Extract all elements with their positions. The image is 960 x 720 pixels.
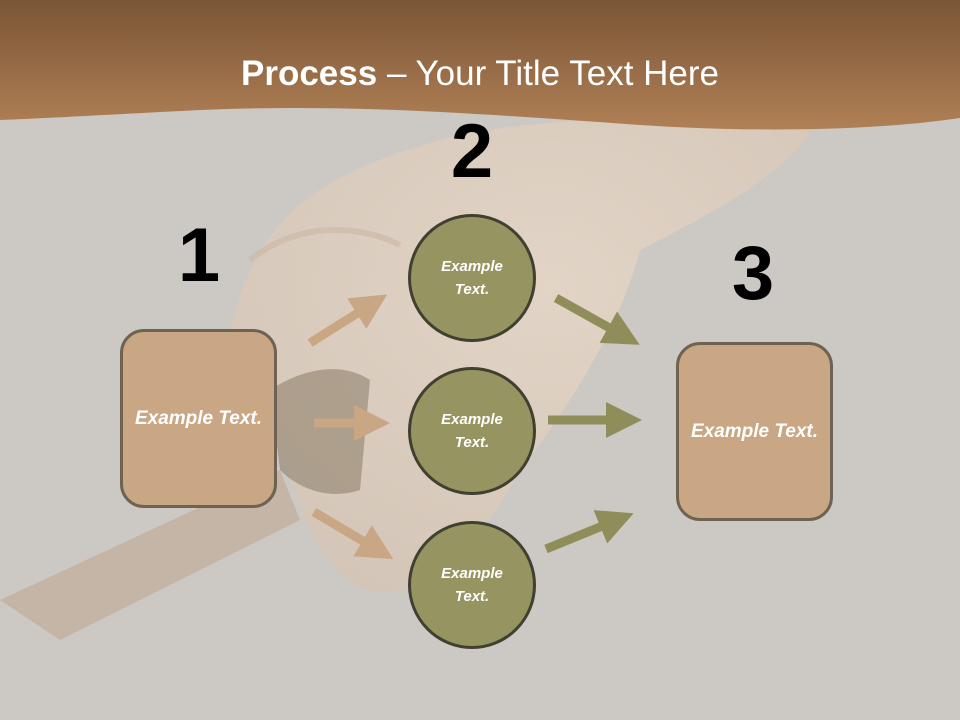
slide-title: Process – Your Title Text Here — [0, 52, 960, 96]
arrow-from-circle-bottom — [544, 510, 634, 554]
step-number-3: 3 — [731, 231, 775, 316]
step-number-1: 1 — [177, 213, 221, 298]
title-bold-word: Process — [241, 54, 378, 93]
process-box-start: Example Text. — [120, 329, 277, 508]
process-circle-top: Example Text. — [408, 214, 536, 342]
knife-blade-shape — [0, 470, 300, 640]
process-box-start-text: Example Text. — [134, 408, 263, 429]
process-circle-middle-text: Example Text. — [441, 411, 503, 451]
process-circle-top-text: Example Text. — [441, 258, 503, 298]
process-circle-bottom: Example Text. — [408, 521, 536, 649]
arrow-to-circle-bottom — [311, 508, 394, 560]
step-number-2: 2 — [450, 109, 494, 194]
process-box-end: Example Text. — [676, 342, 833, 521]
arrow-to-circle-top — [307, 294, 388, 347]
arrow-from-circle-top — [553, 294, 640, 345]
title-rest: – Your Title Text Here — [377, 54, 719, 93]
process-circle-middle: Example Text. — [408, 367, 536, 495]
process-box-end-text: Example Text. — [690, 421, 819, 442]
process-circle-bottom-text: Example Text. — [441, 565, 503, 605]
knife-handle-shape — [270, 369, 370, 494]
title-banner — [0, 0, 960, 130]
